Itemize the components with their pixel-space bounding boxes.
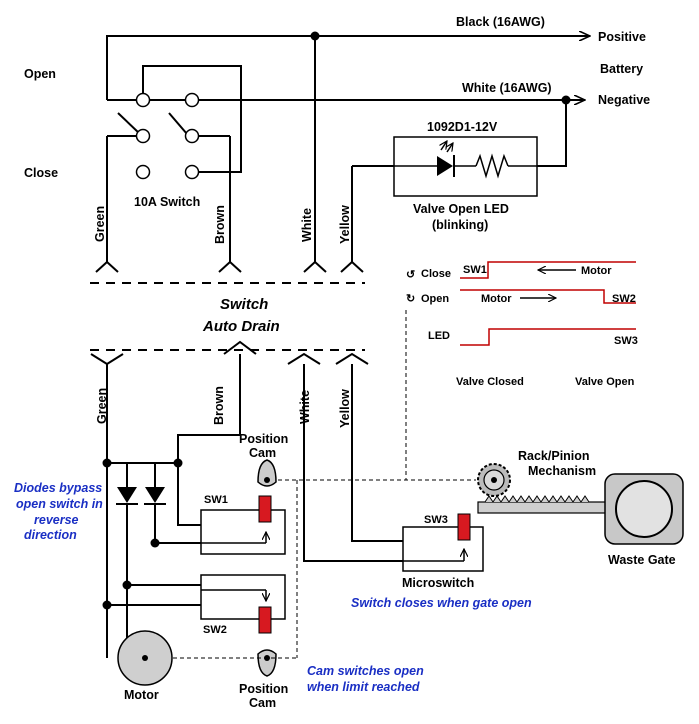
diode-symbol [117, 487, 137, 503]
connector-drain-side [90, 340, 369, 365]
drain-wire-label-yellow: Yellow [338, 389, 352, 428]
rack-pinion [477, 463, 609, 514]
junction-dot [173, 458, 183, 468]
battery-label: Battery [600, 62, 643, 76]
led-trace [460, 328, 636, 346]
switch-label: 10A Switch [134, 195, 200, 209]
switch-terminal [184, 164, 200, 180]
timing-sw2-label: SW2 [612, 293, 636, 305]
sw3-label: SW3 [424, 514, 448, 526]
timing-motor-open-label: Motor [481, 293, 512, 305]
rotate-cw-icon: ↻ [406, 293, 415, 305]
junction-dot [150, 538, 160, 548]
switch-cross-wire [142, 65, 242, 173]
microswitch-label: Microswitch [402, 576, 474, 590]
drain-circuit [102, 354, 403, 642]
sw1-label: SW1 [204, 494, 228, 506]
waste-gate [604, 473, 684, 545]
position-cam-top [257, 459, 277, 487]
valve-closed-label: Valve Closed [456, 376, 524, 388]
close-trace [460, 261, 636, 279]
timing-motor-close-label: Motor [581, 265, 612, 277]
timing-open-label: Open [421, 293, 449, 305]
drain-wire-label-green: Green [95, 388, 109, 424]
sw2-label: SW2 [203, 624, 227, 636]
led-part-label: 1092D1-12V [427, 120, 498, 134]
resistor-symbol [475, 153, 509, 179]
diodes-note-4: direction [24, 528, 77, 542]
cam-note-2: when limit reached [307, 680, 420, 694]
cam-top-label-2: Cam [249, 446, 276, 460]
switch-terminal [135, 92, 151, 108]
led-diode-symbol [437, 156, 453, 176]
motor-label: Motor [124, 688, 159, 702]
diode-symbol [145, 487, 165, 503]
negative-label: Negative [598, 93, 650, 107]
positive-label: Positive [598, 30, 646, 44]
cam-bottom-label-2: Cam [249, 696, 276, 710]
diodes-note-3: reverse [34, 513, 79, 527]
junction-dot [310, 31, 320, 41]
sw1-actuator [258, 495, 272, 523]
motor [106, 605, 173, 686]
sw3-actuator [457, 513, 471, 541]
diodes-note-1: Diodes bypass [14, 481, 102, 495]
timing-led-label: LED [428, 330, 450, 342]
sw2-actuator [258, 606, 272, 634]
led-label-1: Valve Open LED [413, 202, 509, 216]
connector-switch-side [90, 260, 365, 284]
timing-sw3-label: SW3 [614, 335, 638, 347]
cam-top-label-1: Position [239, 432, 288, 446]
switch-terminal [135, 164, 151, 180]
microswitch-sw3 [402, 513, 484, 572]
switch-lever [117, 112, 141, 135]
timing-sw1-label: SW1 [463, 264, 487, 276]
black-wire [106, 36, 590, 100]
switch-terminal [184, 128, 200, 144]
position-cam-bottom [257, 649, 277, 677]
switch-10a [106, 92, 231, 262]
limit-switch-sw2 [200, 574, 286, 634]
switch-closes-note: Switch closes when gate open [351, 596, 532, 610]
open-trace [460, 289, 636, 304]
white-wire-label: White (16AWG) [462, 81, 552, 95]
wire-label-white: White [300, 208, 314, 242]
valve-open-label: Valve Open [575, 376, 635, 388]
drain-wire-label-brown: Brown [212, 386, 226, 425]
junction-dot [102, 458, 112, 468]
limit-switch-sw1 [200, 495, 286, 555]
junction-dot [122, 580, 132, 590]
switch-terminal [135, 128, 151, 144]
led-label-2: (blinking) [432, 218, 488, 232]
open-label: Open [24, 67, 56, 81]
waste-gate-label: Waste Gate [608, 553, 676, 567]
auto-drain-section-label: Auto Drain [202, 318, 280, 335]
black-wire-label: Black (16AWG) [456, 15, 545, 29]
rack-label-2: Mechanism [528, 464, 596, 478]
diodes-note-2: open switch in [16, 497, 103, 511]
wire-label-brown: Brown [213, 205, 227, 244]
timing-diagram: ↺ ↻ Close Open LED SW1 SW2 SW3 Motor Mot… [405, 261, 638, 480]
close-label: Close [24, 166, 58, 180]
led-assembly [351, 100, 567, 262]
switch-terminal [184, 92, 200, 108]
cam-note-1: Cam switches open [307, 664, 424, 678]
cam-bottom-label-1: Position [239, 682, 288, 696]
rotate-ccw-icon: ↺ [406, 269, 415, 281]
switch-lever [168, 112, 188, 135]
rack-label-1: Rack/Pinion [518, 449, 590, 463]
timing-close-label: Close [421, 268, 451, 280]
wire-label-green: Green [93, 206, 107, 242]
switch-section-label: Switch [220, 296, 268, 313]
wire-label-yellow: Yellow [338, 205, 352, 244]
